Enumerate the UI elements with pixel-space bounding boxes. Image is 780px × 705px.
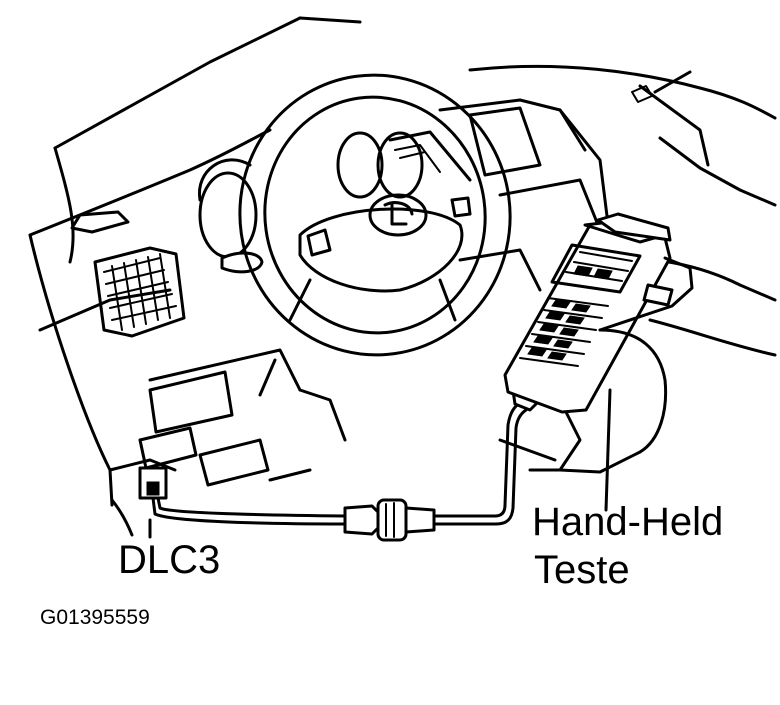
- hand-held-tester: [503, 212, 694, 512]
- hand-held-tester-label-line2: Teste: [534, 548, 630, 592]
- steering-wheel: [238, 73, 512, 397]
- lower-dash: [108, 348, 347, 537]
- dlc3-connector: [138, 466, 168, 539]
- instrument-cluster: [198, 130, 472, 274]
- figure-id: G01395559: [40, 606, 150, 629]
- air-vent: [70, 210, 186, 338]
- center-console: [438, 98, 612, 472]
- hand-held-tester-label-line1: Hand-Held: [532, 500, 724, 544]
- tester-cable: [151, 400, 528, 542]
- technician-hand: [558, 328, 668, 474]
- dlc3-label: DLC3: [118, 538, 221, 582]
